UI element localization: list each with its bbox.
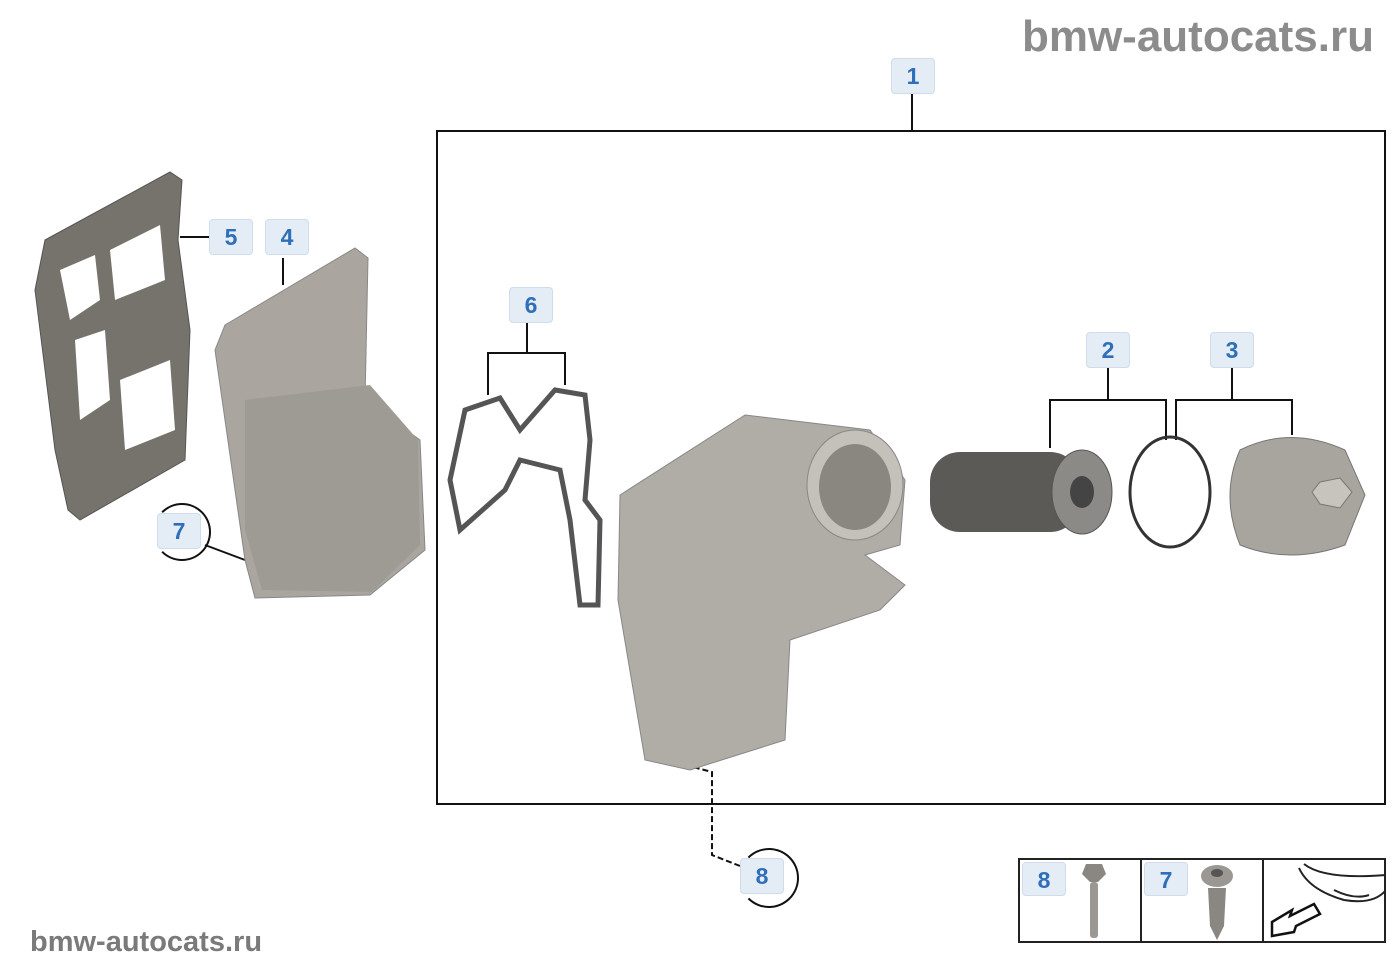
callout-1[interactable]: 1 <box>891 58 935 94</box>
leader-7 <box>204 544 246 561</box>
callout-6[interactable]: 6 <box>509 287 553 323</box>
o-ring-part <box>1128 435 1212 549</box>
bolt-icon <box>1082 864 1106 938</box>
filter-element-part-2 <box>930 452 1080 532</box>
leader-8 <box>684 764 741 867</box>
inset-bolt[interactable]: 8 <box>1020 860 1142 941</box>
callout-7[interactable]: 7 <box>157 513 201 549</box>
callout-8[interactable]: 8 <box>740 858 784 894</box>
callout-4[interactable]: 4 <box>265 219 309 255</box>
fasteners-inset: 8 7 <box>1018 858 1386 943</box>
watermark-bottom: bmw-autocats.ru <box>30 926 263 958</box>
callout-3[interactable]: 3 <box>1210 332 1254 368</box>
vehicle-front-arrow-icon <box>1270 863 1386 938</box>
inset-direction <box>1264 860 1386 941</box>
callout-2[interactable]: 2 <box>1086 332 1130 368</box>
watermark-top: bmw-autocats.ru <box>1021 12 1374 61</box>
callout-8-ring <box>739 848 799 908</box>
leader-2 <box>1049 399 1167 448</box>
inset-screw[interactable]: 7 <box>1142 860 1264 941</box>
leader-3 <box>1175 399 1293 440</box>
assembly-frame-oil-filter-housing <box>436 130 1386 805</box>
inset-label-7: 7 <box>1144 862 1188 896</box>
filter-cap-part-3 <box>1229 437 1366 556</box>
inset-label-8: 8 <box>1022 862 1066 896</box>
callout-7-ring <box>153 503 211 561</box>
gasket-part-6 <box>447 387 603 608</box>
gasket-part-5 <box>34 171 191 521</box>
callout-5[interactable]: 5 <box>209 219 253 255</box>
screw-icon <box>1201 865 1233 940</box>
